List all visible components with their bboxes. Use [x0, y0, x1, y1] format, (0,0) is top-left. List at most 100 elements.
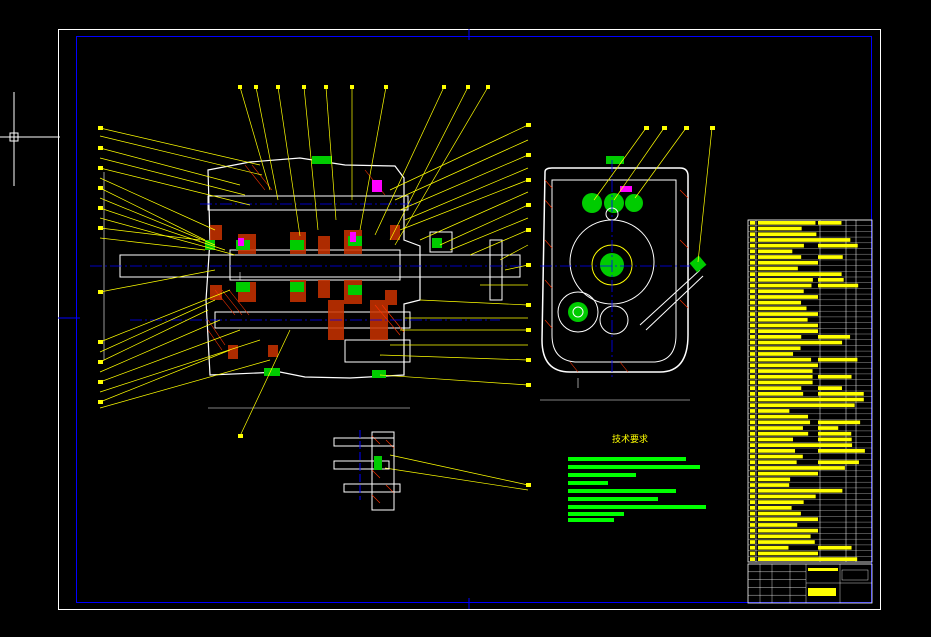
- table-row-index: [750, 300, 755, 305]
- table-row-name: [758, 243, 804, 248]
- table-row-material: [818, 221, 842, 225]
- table-row-name: [758, 312, 818, 316]
- table-row-index: [750, 278, 755, 282]
- table-row-index: [750, 534, 755, 539]
- table-row-index: [750, 357, 755, 362]
- table-row-material: [818, 431, 852, 436]
- table-row-index: [750, 232, 755, 237]
- table-row-name: [758, 523, 798, 527]
- table-row-index: [750, 249, 755, 254]
- table-row-name: [758, 352, 794, 356]
- table-row-index: [750, 283, 755, 288]
- table-row-material: [818, 340, 843, 345]
- table-row-name: [758, 266, 798, 271]
- table-row-name: [758, 306, 807, 311]
- table-row-index: [750, 500, 755, 504]
- table-row-name: [758, 335, 802, 339]
- table-row-index: [750, 437, 755, 442]
- table-row-index: [750, 528, 755, 533]
- table-row-name: [758, 278, 813, 282]
- table-row-index: [750, 397, 755, 402]
- table-row-index: [750, 403, 755, 408]
- table-row-index: [750, 494, 755, 499]
- table-row-index: [750, 431, 755, 436]
- table-row-material: [818, 437, 852, 442]
- table-row-material: [818, 374, 852, 379]
- table-row-name: [758, 511, 801, 516]
- table-row-index: [750, 369, 755, 373]
- table-row-material: [818, 403, 855, 408]
- item-balloons: [98, 85, 531, 487]
- table-row-index: [750, 346, 755, 351]
- crosshair-cursor-icon: [0, 92, 60, 186]
- table-row-material: [818, 255, 843, 259]
- table-row-material: [818, 238, 851, 242]
- table-row-index: [750, 471, 755, 476]
- table-row-material: [818, 460, 859, 465]
- table-row-name: [758, 221, 816, 225]
- frame-center-marks: [58, 29, 470, 609]
- table-row-material: [818, 392, 864, 396]
- table-row-index: [750, 477, 755, 482]
- table-row-material: [818, 278, 844, 282]
- table-row-index: [750, 466, 755, 470]
- table-row-name: [758, 340, 818, 345]
- gearbox-section-view: [90, 156, 525, 409]
- table-row-material: [818, 466, 845, 470]
- table-row-index: [750, 238, 755, 242]
- table-row-index: [750, 414, 755, 419]
- table-row-index: [750, 517, 755, 522]
- table-row-name: [758, 557, 818, 561]
- table-row-name: [758, 551, 818, 556]
- table-row-name: [758, 374, 813, 379]
- table-row-name: [758, 386, 802, 390]
- table-row-name: [758, 357, 812, 362]
- table-row-index: [750, 312, 755, 316]
- table-row-index: [750, 454, 755, 459]
- table-row-index: [750, 392, 755, 396]
- table-row-name: [758, 483, 790, 487]
- table-row-index: [750, 363, 755, 368]
- table-row-name: [758, 506, 792, 510]
- outer-frame: [58, 29, 881, 610]
- table-row-index: [750, 551, 755, 556]
- table-row-index: [750, 255, 755, 259]
- table-row-index: [750, 443, 755, 447]
- table-row-index: [750, 306, 755, 311]
- table-row-name: [758, 409, 790, 413]
- title-block: [747, 563, 873, 604]
- table-row-material: [818, 545, 852, 550]
- table-row-name: [758, 414, 809, 419]
- table-row-material: [818, 557, 858, 561]
- table-row-index: [750, 340, 755, 345]
- table-row-index: [750, 460, 755, 465]
- table-row-name: [758, 369, 813, 373]
- table-row-material: [818, 357, 858, 362]
- table-row-material: [818, 443, 853, 447]
- table-row-name: [758, 517, 818, 522]
- table-row-name: [758, 255, 802, 259]
- table-row-name: [758, 540, 815, 544]
- table-row-name: [758, 346, 801, 351]
- table-row-index: [750, 272, 755, 276]
- table-row-material: [818, 426, 839, 430]
- gearbox-side-view: [540, 126, 715, 401]
- table-row-index: [750, 289, 755, 294]
- table-row-name: [758, 397, 818, 402]
- table-row-index: [750, 329, 755, 333]
- table-row-index: [750, 523, 755, 527]
- table-row-index: [750, 335, 755, 339]
- table-row-name: [758, 494, 816, 499]
- table-row-material: [818, 488, 843, 493]
- table-row-index: [750, 243, 755, 248]
- table-row-name: [758, 545, 789, 550]
- table-row-name: [758, 272, 818, 276]
- table-row-name: [758, 249, 793, 254]
- table-row-name: [758, 460, 797, 465]
- table-row-index: [750, 260, 755, 265]
- table-row-name: [758, 289, 804, 294]
- table-row-name: [758, 443, 818, 447]
- table-row-name: [758, 260, 818, 265]
- table-row-name: [758, 449, 796, 453]
